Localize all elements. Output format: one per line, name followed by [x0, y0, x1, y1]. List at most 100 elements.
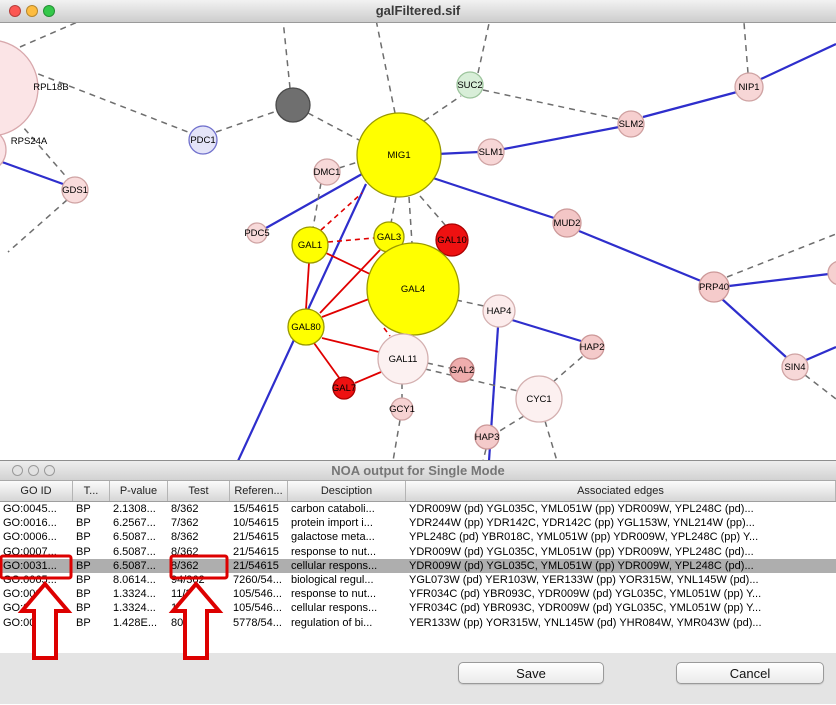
graph-node-CYC1[interactable]: [515, 375, 563, 423]
graph-edge: [544, 420, 558, 460]
graph-edge: [321, 298, 370, 318]
column-header[interactable]: Test: [168, 481, 230, 501]
graph-node-GAL11[interactable]: [377, 333, 429, 385]
graph-node-GAL7[interactable]: [332, 376, 356, 400]
table-cell: BP: [76, 503, 91, 516]
graph-edge: [305, 262, 310, 310]
graph-node-PRP40[interactable]: [698, 271, 730, 303]
graph-node-HAP2[interactable]: [579, 334, 605, 360]
graph-node-RPL18B[interactable]: [0, 40, 39, 136]
close-button-inactive[interactable]: [12, 465, 23, 476]
graph-edge: [721, 298, 787, 358]
cancel-button[interactable]: Cancel: [676, 662, 824, 684]
graph-node-SLM1[interactable]: [477, 138, 505, 166]
graph-node-label: NIP1: [738, 82, 759, 93]
graph-node-GCY1[interactable]: [390, 397, 414, 421]
graph-node-GDS1[interactable]: [61, 176, 89, 204]
graph-node-unlabeled[interactable]: [827, 260, 836, 286]
table-cell: galactose meta...: [291, 531, 375, 544]
network-window-titlebar[interactable]: galFiltered.sif: [0, 0, 836, 23]
column-header[interactable]: Referen...: [230, 481, 288, 501]
graph-edge: [482, 448, 487, 460]
table-cell: BP: [76, 616, 91, 629]
graph-node-SLM2[interactable]: [617, 110, 645, 138]
graph-edge: [215, 110, 278, 133]
minimize-button[interactable]: [26, 5, 38, 17]
table-cell: BP: [76, 588, 91, 601]
network-window-title: galFiltered.sif: [375, 3, 461, 18]
column-header[interactable]: T...: [73, 481, 110, 501]
graph-node-RPS24A[interactable]: [0, 128, 7, 172]
table-cell: 1.3324...: [113, 588, 156, 601]
graph-node-HAP3[interactable]: [474, 424, 500, 450]
graph-node-label: GAL2: [450, 365, 474, 376]
graph-node-SUC2[interactable]: [456, 71, 484, 99]
graph-node-unlabeled[interactable]: [275, 87, 311, 123]
table-cell: BP: [76, 559, 91, 572]
graph-node-PDC5[interactable]: [246, 222, 268, 244]
graph-edge: [390, 196, 397, 224]
graph-edge: [27, 69, 194, 135]
save-button[interactable]: Save: [458, 662, 604, 684]
graph-edge: [327, 237, 375, 243]
graph-node-GAL80[interactable]: [287, 308, 325, 346]
close-button[interactable]: [9, 5, 21, 17]
graph-node-label: GAL3: [377, 232, 401, 243]
minimize-button-inactive[interactable]: [28, 465, 39, 476]
table-cell: YDR244W (pp) YDR142C, YDR142C (pp) YGL15…: [409, 517, 755, 530]
graph-edge: [373, 9, 396, 114]
table-cell: GO:0016...: [3, 517, 57, 530]
graph-node-HAP4[interactable]: [482, 294, 516, 328]
column-header[interactable]: P-value: [110, 481, 168, 501]
graph-node-SIN4[interactable]: [781, 353, 809, 381]
graph-node-label: GDS1: [62, 185, 88, 196]
graph-node-label: GAL7: [332, 383, 356, 394]
table-cell: 21/54615: [233, 545, 279, 558]
table-cell: protein import i...: [291, 517, 373, 530]
table-cell: YDR009W (pd) YGL035C, YML051W (pp) YDR00…: [409, 503, 754, 516]
graph-node-GAL1[interactable]: [291, 226, 329, 264]
zoom-button[interactable]: [43, 5, 55, 17]
column-header[interactable]: Associated edges: [406, 481, 836, 501]
graph-node-MUD2[interactable]: [552, 208, 582, 238]
table-cell: 5778/54...: [233, 616, 282, 629]
zoom-button-inactive[interactable]: [44, 465, 55, 476]
graph-node-MIG1[interactable]: [356, 112, 442, 198]
table-cell: BP: [76, 545, 91, 558]
graph-edge: [1, 160, 64, 186]
table-cell: 10/54615: [233, 517, 279, 530]
graph-edge: [320, 192, 363, 231]
graph-edge: [313, 342, 341, 380]
graph-node-GAL2[interactable]: [449, 357, 475, 383]
graph-node-NIP1[interactable]: [734, 72, 764, 102]
graph-edge: [7, 199, 68, 253]
graph-node-GAL10[interactable]: [435, 223, 469, 257]
column-header[interactable]: Desciption: [288, 481, 406, 501]
noa-window-titlebar[interactable]: NOA output for Single Mode: [0, 461, 836, 481]
graph-node-label: HAP2: [580, 342, 605, 353]
table-cell: YFR034C (pd) YBR093C, YDR009W (pd) YGL03…: [409, 602, 762, 615]
graph-node-label: GAL10: [437, 235, 467, 246]
table-cell: GO:0007...: [3, 545, 57, 558]
graph-node-DMC1[interactable]: [313, 158, 341, 186]
graph-edge: [728, 272, 830, 288]
graph-node-PDC1[interactable]: [188, 125, 218, 155]
column-header[interactable]: GO ID: [0, 481, 73, 501]
table-cell: YPL248C (pd) YBR018C, YML051W (pp) YDR00…: [409, 531, 759, 544]
network-canvas[interactable]: RPL18BRPS24AGDS1PDC1DMC1MIG1SUC2SLM1SLM2…: [0, 0, 836, 461]
graph-node-label: PDC1: [190, 135, 215, 146]
table-cell: 21/54615: [233, 559, 279, 572]
graph-node-GAL4[interactable]: [366, 242, 460, 336]
graph-node-label: PRP40: [699, 282, 729, 293]
